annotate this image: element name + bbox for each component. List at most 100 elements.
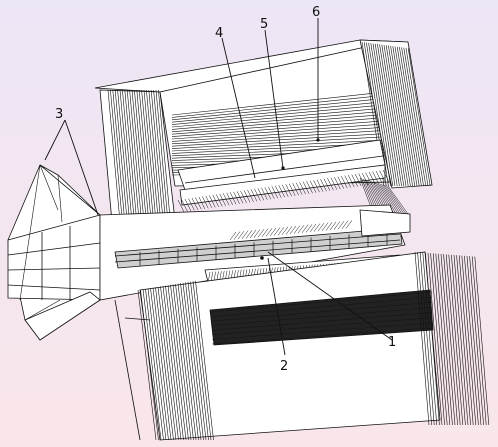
lower-left-block-line [192,281,212,441]
right-block-line [381,44,405,187]
dark-band-line [211,317,433,336]
callout-label-6: 6 [312,5,320,20]
lower-right-block-line [438,253,453,426]
lower-right-block-line [440,253,456,426]
lower-left-block-line [165,285,184,441]
right-block-line [401,47,424,187]
calorimeter-fin [268,186,275,199]
calorimeter-fin [344,175,352,188]
lower-right-lamination [414,251,490,426]
calorimeter-fan-line [379,183,398,213]
tracker-module-line [285,226,293,235]
tracker-module-line [289,225,297,235]
left-block-line [112,89,126,223]
upper-left-lamination [107,89,171,223]
lower-left-block-line [162,285,182,441]
calorimeter-fin [275,185,282,198]
calorimeter-fin [351,174,358,187]
left-block-line [148,89,162,223]
lower-right-block-line [417,252,432,426]
calorimeter-fin [271,186,279,199]
tracker-module-line [309,223,317,233]
calorimeter-fin [240,190,247,203]
calorimeter-fin [306,181,313,194]
lower-right-block-line [445,254,461,426]
calorimeter-fin [299,182,306,195]
tracker-module-line [337,221,345,230]
left-block-line [138,89,152,223]
calorimeter-fan-line [377,183,396,213]
calorimeter-fin [327,178,334,191]
calorimeter-fin [295,182,303,195]
left-block-line [150,89,164,223]
lower-left-block-line [150,287,169,441]
calorimeter-fin [254,188,261,201]
tracker-module-line [237,231,245,240]
calorimeter-fin [309,180,317,193]
lower-left-block-line [160,286,179,441]
calorimeter-fin [215,194,223,207]
dark-band-line [211,307,433,326]
tracker-module-line [341,220,349,229]
calorimeter-fin [323,178,331,191]
calorimeter-fin [247,189,254,202]
tracker-module-line [281,226,289,235]
calorimeter-fin [202,196,209,209]
lower-left-block-line [187,281,207,441]
lower-right-block-line [466,255,482,426]
tracker-module-line [333,221,341,230]
lower-left-block-line [185,282,204,441]
left-block-line [110,89,123,223]
calorimeter-fin [316,179,324,192]
calorimeter-fin [313,180,320,193]
calorimeter-fin [278,185,285,198]
calorimeter-fin [302,181,310,194]
calorimeter-fin [341,175,348,189]
left-block-line [141,89,154,223]
calorimeter-fin [320,179,327,192]
left-block-line [119,89,133,223]
tracker-module-line [301,224,309,233]
tracker-module-line [305,224,313,233]
lower-left-block-line [170,284,189,441]
calorimeter-fin [209,195,216,208]
calorimeter-fan-line [381,183,400,214]
dark-band-line [211,296,433,317]
yoke-lamination-line [171,104,386,125]
calorimeter-fin [219,193,226,207]
dark-band-line [211,302,433,322]
right-block-line [368,42,391,187]
left-block-line [124,89,138,223]
right-block-line [385,45,409,187]
tracker-module-line [241,230,249,239]
lower-left-block-line [172,284,192,441]
calorimeter-fin [222,193,230,206]
calorimeter-fin [184,198,192,212]
tracker-module-line [265,228,273,237]
calorimeter-fin [348,174,355,188]
callout-label-5: 5 [260,17,268,32]
tracker-module-line [245,230,253,239]
left-block-line [117,89,130,223]
lower-right-block-line [422,252,438,426]
right-block-line [383,44,407,187]
tracker-module-line [297,225,305,234]
calorimeter-fin [261,187,268,200]
calorimeter-fin [226,192,233,205]
yoke-lamination-line [171,91,386,116]
lower-right-block-line [474,256,490,426]
yoke-lamination-line [171,136,386,149]
right-block-line [403,47,427,187]
tracker-module-line [345,220,353,229]
calorimeter-fin [233,191,240,204]
lower-left-block-line [147,288,167,441]
calorimeter-fan-line [361,178,375,211]
calorimeter-fin [243,190,251,203]
lower-right-block-line [461,255,477,426]
calorimeter-fin [236,191,244,204]
calorimeter-fin [250,189,258,202]
left-block-line [131,89,145,223]
calorimeter-fin [292,183,299,196]
